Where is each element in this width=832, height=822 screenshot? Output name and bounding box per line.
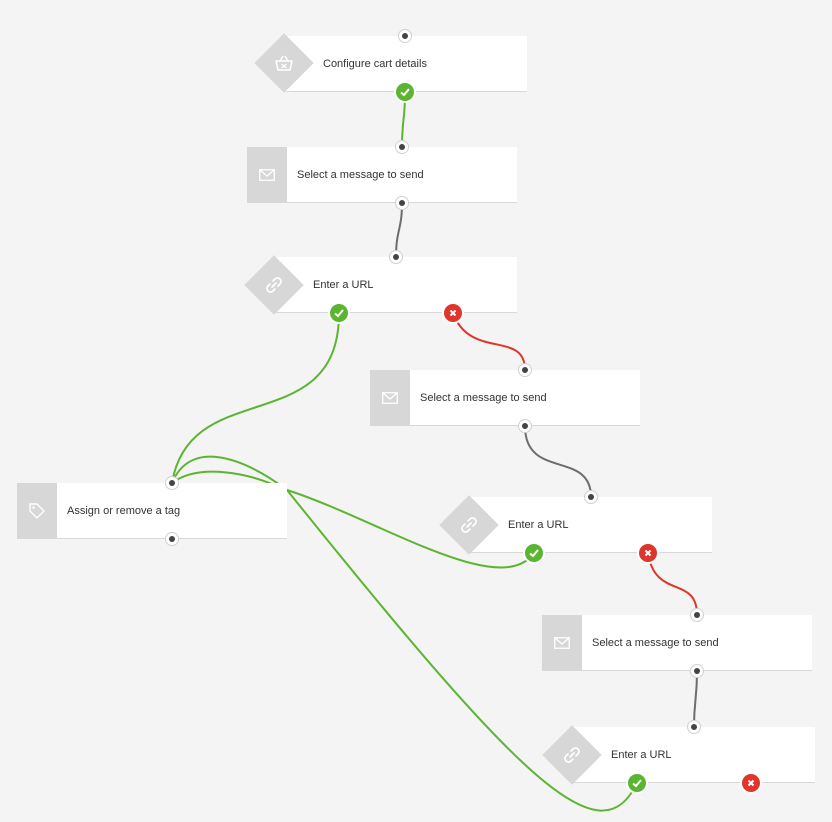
yes-output-badge[interactable] bbox=[525, 544, 543, 562]
node-assign-remove-tag[interactable]: Assign or remove a tag bbox=[17, 483, 287, 539]
node-enter-url-3-icon-wrap bbox=[542, 725, 602, 785]
close-icon bbox=[644, 549, 652, 557]
input-port[interactable] bbox=[518, 363, 532, 377]
basket-icon bbox=[275, 55, 293, 71]
input-port[interactable] bbox=[395, 140, 409, 154]
node-enter-url-1[interactable]: Enter a URL bbox=[276, 257, 517, 313]
wire-message1-to-url1[interactable] bbox=[395, 202, 403, 258]
input-port[interactable] bbox=[389, 250, 403, 264]
output-port[interactable] bbox=[165, 532, 179, 546]
node-icon-box bbox=[370, 370, 410, 426]
input-port[interactable] bbox=[398, 29, 412, 43]
envelope-icon bbox=[259, 169, 275, 181]
node-select-message-2[interactable]: Select a message to send bbox=[370, 370, 640, 426]
yes-output-badge[interactable] bbox=[330, 304, 348, 322]
node-configure-cart-details[interactable]: Configure cart details bbox=[286, 36, 527, 92]
check-icon bbox=[334, 309, 344, 318]
output-port[interactable] bbox=[518, 419, 532, 433]
no-output-badge[interactable] bbox=[444, 304, 462, 322]
yes-output-badge[interactable] bbox=[628, 774, 646, 792]
close-icon bbox=[449, 309, 457, 317]
node-label: Select a message to send bbox=[297, 168, 424, 181]
envelope-icon bbox=[382, 392, 398, 404]
node-label: Select a message to send bbox=[420, 391, 547, 404]
link-icon bbox=[564, 747, 580, 763]
output-port[interactable] bbox=[395, 196, 409, 210]
node-enter-url-1-icon-wrap bbox=[244, 255, 304, 315]
no-output-badge[interactable] bbox=[742, 774, 760, 792]
check-icon bbox=[632, 779, 642, 788]
node-label: Select a message to send bbox=[592, 636, 719, 649]
tag-icon bbox=[29, 503, 45, 519]
check-icon bbox=[400, 88, 410, 97]
node-icon-box bbox=[17, 483, 57, 539]
node-label: Configure cart details bbox=[323, 57, 427, 70]
check-icon bbox=[529, 549, 539, 558]
node-select-message-1[interactable]: Select a message to send bbox=[247, 147, 517, 203]
node-enter-url-2[interactable]: Enter a URL bbox=[471, 497, 712, 553]
node-enter-url-2-icon-wrap bbox=[439, 495, 499, 555]
wire-message3-to-url3[interactable] bbox=[693, 670, 698, 728]
yes-output-badge[interactable] bbox=[396, 83, 414, 101]
input-port[interactable] bbox=[165, 476, 179, 490]
input-port[interactable] bbox=[687, 720, 701, 734]
node-label: Enter a URL bbox=[313, 278, 374, 291]
node-label: Assign or remove a tag bbox=[67, 504, 181, 517]
wire-url2-no-to-message3[interactable] bbox=[647, 552, 698, 616]
node-icon-box bbox=[247, 147, 287, 203]
output-port[interactable] bbox=[690, 664, 704, 678]
link-icon bbox=[266, 277, 282, 293]
node-label: Enter a URL bbox=[611, 748, 672, 761]
wire-message2-to-url2[interactable] bbox=[524, 425, 592, 498]
node-configure-cart-icon-wrap bbox=[254, 33, 314, 93]
node-enter-url-3[interactable]: Enter a URL bbox=[574, 727, 815, 783]
wire-url1-yes-to-tag[interactable] bbox=[171, 312, 340, 484]
link-icon bbox=[461, 517, 477, 533]
input-port[interactable] bbox=[584, 490, 598, 504]
wire-url1-no-to-message2[interactable] bbox=[452, 312, 526, 371]
node-label: Enter a URL bbox=[508, 518, 569, 531]
close-icon bbox=[747, 779, 755, 787]
node-icon-box bbox=[542, 615, 582, 671]
node-select-message-3[interactable]: Select a message to send bbox=[542, 615, 812, 671]
no-output-badge[interactable] bbox=[639, 544, 657, 562]
envelope-icon bbox=[554, 637, 570, 649]
input-port[interactable] bbox=[690, 608, 704, 622]
